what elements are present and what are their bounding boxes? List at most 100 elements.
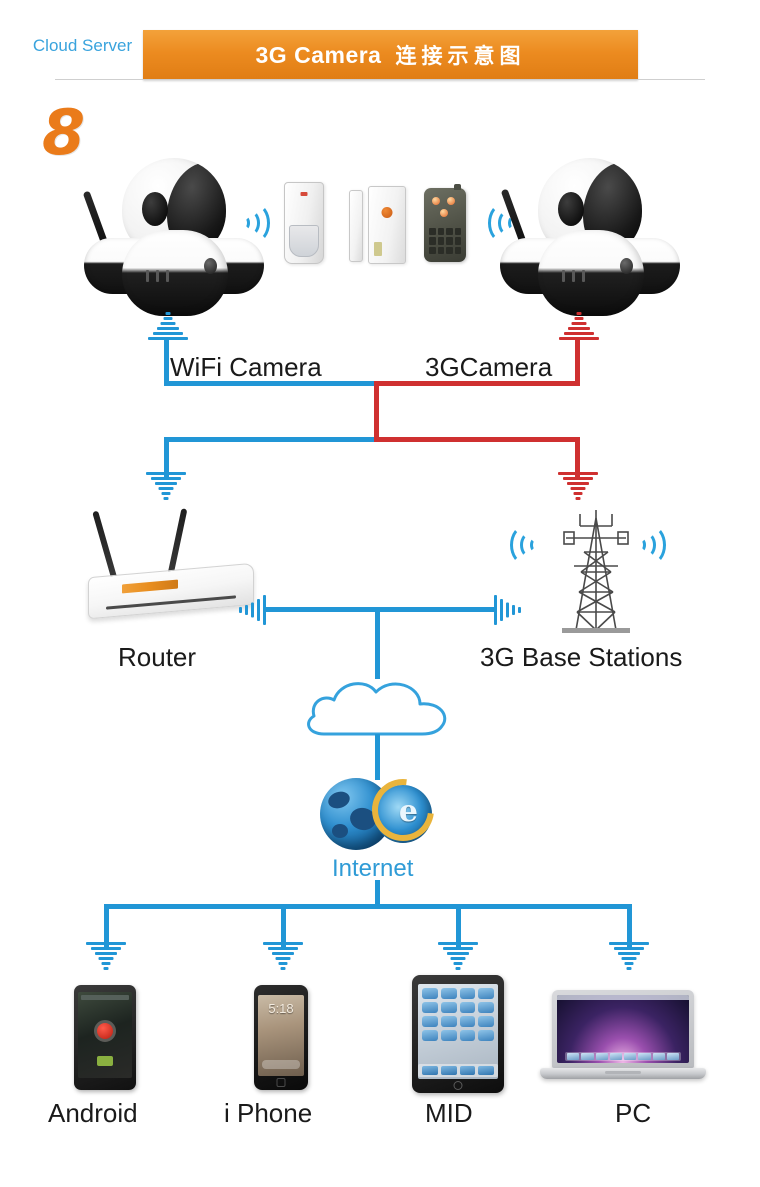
ie-logo-letter: e [398, 794, 418, 829]
header-banner-area: 3G Camera 连接示意图 [0, 0, 760, 92]
camera-knob [204, 258, 217, 274]
phone-app-icon [94, 1020, 116, 1042]
wifi-link-segment [164, 381, 379, 386]
iphone-antenna-icon [262, 942, 304, 972]
threeg-link-segment [575, 340, 580, 385]
wifi-camera-antenna-icon [147, 312, 189, 342]
tower-radio-wave-left [504, 522, 540, 568]
router-antenna-left [92, 510, 118, 582]
tablet-app-grid [422, 988, 494, 1041]
sensor-led [300, 192, 308, 196]
cloud-uplink-segment [375, 607, 380, 679]
android-label: Android [48, 1098, 138, 1128]
camera-lens [558, 192, 584, 226]
page-title-en: 3G Camera [255, 42, 382, 68]
laptop-lid [552, 990, 694, 1068]
camera-body [500, 230, 680, 318]
wifi-link-segment [164, 437, 379, 442]
tablet-screen [418, 984, 498, 1079]
wifi-link-segment [164, 340, 169, 385]
client-branch-mid [456, 904, 461, 948]
threeg-camera-antenna-icon [558, 312, 600, 342]
threeg-link-segment [374, 381, 379, 441]
pc-antenna-icon [608, 942, 650, 972]
sensor-indicator-dot [381, 207, 393, 218]
threeg-link-segment [374, 437, 580, 442]
internet-downlink-segment [375, 880, 380, 908]
laptop-base [540, 1068, 706, 1079]
camera-knob [620, 258, 633, 274]
cloud-server-label: Cloud Server [32, 36, 133, 55]
mid-tablet-image [412, 975, 504, 1093]
iphone-lockscreen-time: 5:18 [268, 1001, 294, 1016]
mid-label: MID [425, 1098, 473, 1128]
phone-screen: 5:18 [258, 995, 304, 1076]
client-branch-pc [627, 904, 632, 948]
router-link-antenna-icon [232, 595, 266, 625]
keyfob-keypad [429, 228, 461, 254]
iphone-home-button [276, 1078, 286, 1087]
door-contact-magnet [349, 190, 363, 262]
cloud-svg [307, 682, 447, 736]
pc-laptop-image [540, 990, 706, 1090]
android-robot-icon [97, 1056, 113, 1066]
radio-wave-icon-right [482, 200, 518, 246]
pc-label: PC [615, 1098, 652, 1128]
page-title-cn: 连接示意图 [395, 45, 526, 68]
base-station-tower-image [536, 500, 656, 640]
internet-label: Internet [332, 855, 414, 882]
tablet-dock [418, 1064, 498, 1077]
cloud-downlink-segment [375, 734, 380, 780]
cloud-server-image [300, 672, 465, 738]
sensor-fresnel-lens [289, 225, 319, 257]
remote-control-keyfob [424, 184, 466, 262]
pir-motion-sensor [284, 182, 324, 264]
android-phone-image [74, 985, 136, 1090]
client-branch-iphone [281, 904, 286, 948]
router-label: Router [118, 642, 197, 672]
camera-vents [562, 270, 585, 282]
page-title: 3G Camera 连接示意图 [256, 40, 526, 70]
threeg-camera-device-image [500, 158, 680, 323]
client-branch-android [104, 904, 109, 948]
keyfob-antenna-nub [454, 184, 461, 190]
ie-logo-sphere [374, 785, 432, 843]
laptop-screen [557, 995, 689, 1063]
tower-radio-wave-right [636, 522, 672, 568]
iphone-slide-to-unlock [262, 1060, 300, 1069]
android-antenna-icon [85, 942, 127, 972]
iphone-label: i Phone [224, 1098, 313, 1128]
tower-svg [562, 510, 630, 633]
door-contact-sensor [368, 186, 406, 264]
wifi-camera-label: WiFi Camera [170, 352, 322, 382]
iphone-device-image: 5:18 [254, 985, 308, 1090]
client-bus-segment [104, 904, 632, 909]
tablet-home-button [453, 1081, 463, 1090]
laptop-dock [565, 1052, 681, 1061]
keyfob-leds [431, 197, 459, 219]
base-station-antenna-icon [557, 472, 599, 502]
camera-lens [142, 192, 168, 226]
base-station-label: 3G Base Stations [480, 642, 683, 672]
tower-link-antenna-icon [494, 595, 528, 625]
header-divider [55, 79, 705, 80]
internet-globe-image: e [320, 766, 447, 854]
threeg-link-segment [575, 437, 580, 477]
laptop-menu-bar [557, 995, 689, 1000]
globe-sphere [320, 778, 392, 850]
step-number-badge: 8 [42, 96, 86, 169]
threeg-link-segment [374, 381, 580, 386]
mid-antenna-icon [437, 942, 479, 972]
header-banner: 3G Camera 连接示意图 [143, 30, 638, 80]
sensor-label-strip [374, 242, 382, 256]
phone-status-bar [81, 995, 129, 1000]
camera-vents [146, 270, 169, 282]
camera-body [84, 230, 264, 318]
threeg-camera-label: 3GCamera [425, 352, 553, 382]
router-antenna-icon [145, 472, 187, 502]
wifi-link-segment [164, 437, 169, 477]
backbone-link-segment [264, 607, 496, 612]
phone-screen [78, 992, 132, 1078]
radio-wave-icon-left [240, 200, 276, 246]
